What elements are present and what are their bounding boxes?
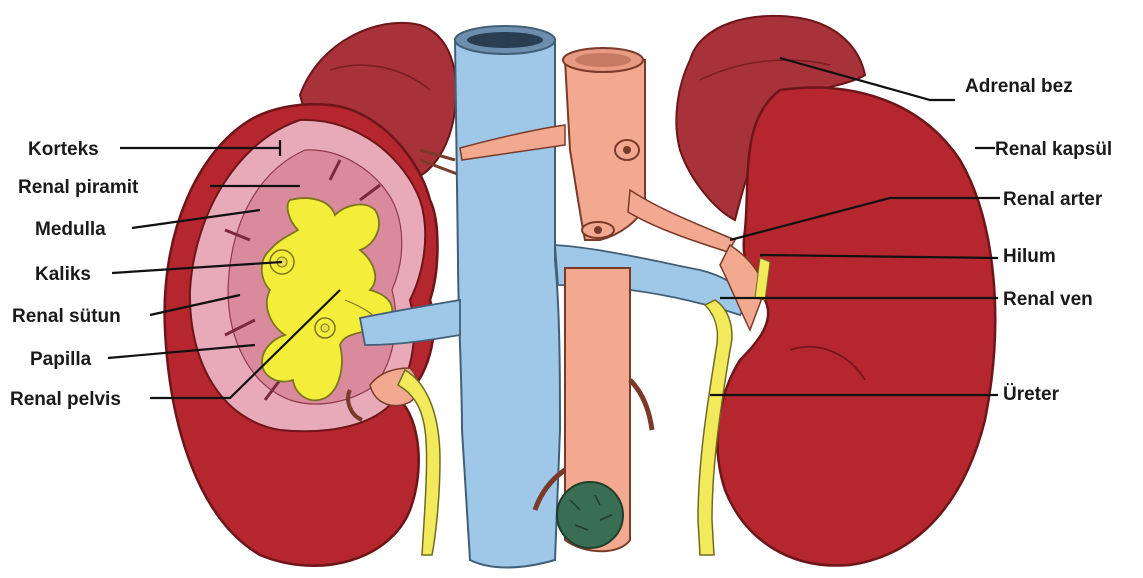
label-renal-piramit: Renal piramit: [18, 177, 139, 198]
label-korteks: Korteks: [28, 139, 99, 160]
green-mass: [557, 482, 623, 548]
label-renal-sutun: Renal sütun: [12, 306, 121, 327]
label-ureter: Üreter: [1003, 384, 1060, 405]
label-renal-ven: Renal ven: [1003, 289, 1093, 310]
label-renal-kapsul: Renal kapsül: [995, 139, 1112, 160]
label-adrenal-bez: Adrenal bez: [965, 76, 1073, 97]
label-kaliks: Kaliks: [35, 264, 91, 285]
right-kidney: [717, 88, 995, 566]
label-renal-arter: Renal arter: [1003, 189, 1103, 210]
label-hilum: Hilum: [1003, 246, 1056, 267]
label-renal-pelvis: Renal pelvis: [10, 389, 121, 410]
label-papilla: Papilla: [30, 349, 92, 370]
label-medulla: Medulla: [35, 219, 106, 240]
